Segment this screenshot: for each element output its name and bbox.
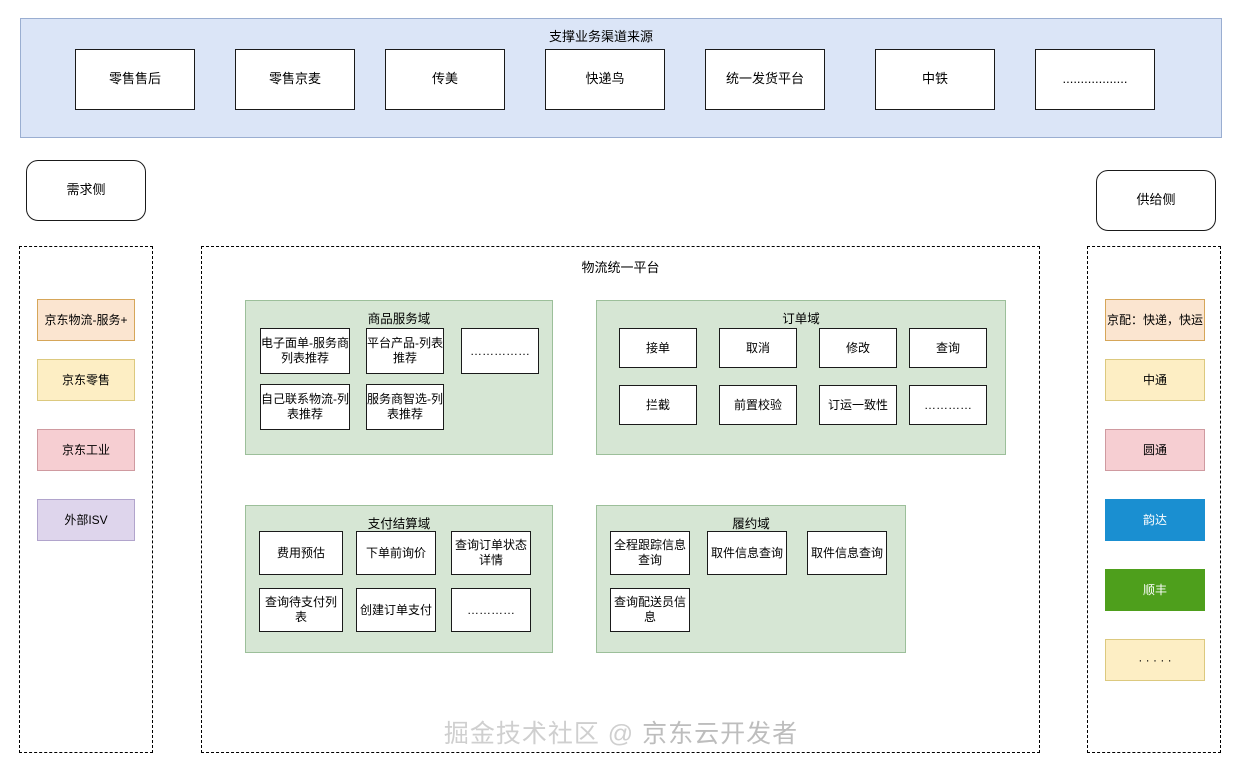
domain-capability-cell[interactable]: 取件信息查询 [807,531,887,575]
demand-side-chip[interactable]: 京东物流-服务+ [37,299,135,341]
supply-side-chip[interactable]: 顺丰 [1105,569,1205,611]
domain-group: 履约域全程跟踪信息查询取件信息查询取件信息查询查询配送员信息 [596,505,906,653]
channel-source-box[interactable]: 统一发货平台 [705,49,825,110]
domain-capability-cell[interactable]: 创建订单支付 [356,588,436,632]
domain-group: 订单域接单取消修改查询拦截前置校验订运一致性 ………… [596,300,1006,455]
domain-group: 商品服务域电子面单-服务商列表推荐平台产品-列表推荐 …………… 自己联系物流-列表… [245,300,553,455]
domain-capability-cell[interactable]: ………… [909,385,987,425]
supply-side-chip[interactable]: · · · · · [1105,639,1205,681]
channel-source-title: 支撑业务渠道来源 [548,29,653,44]
channel-source-box[interactable]: 零售京麦 [235,49,355,110]
domain-capability-cell[interactable]: 电子面单-服务商列表推荐 [260,328,350,374]
demand-side-chip[interactable]: 京东零售 [37,359,135,401]
domain-group-title: 商品服务域 [367,312,431,326]
watermark: 掘金技术社区 @ 京东云开发者 [0,714,1242,750]
supply-side-capsule: 供给侧 [1096,170,1216,231]
logistics-platform-title: 物流统一平台 [581,260,660,275]
channel-source-box[interactable]: 快递鸟 [545,49,665,110]
supply-side-column [1087,246,1221,753]
watermark-community: 掘金技术社区 [443,720,600,748]
domain-capability-cell[interactable]: 费用预估 [259,531,343,575]
domain-capability-cell[interactable]: 下单前询价 [356,531,436,575]
demand-side-column [19,246,153,753]
domain-capability-cell[interactable]: 查询配送员信息 [610,588,690,632]
domain-capability-cell[interactable]: 查询 [909,328,987,368]
domain-group-title: 订单域 [782,312,820,326]
domain-capability-cell[interactable]: 接单 [619,328,697,368]
domain-capability-cell[interactable]: 查询订单状态详情 [451,531,531,575]
domain-capability-cell[interactable]: 自己联系物流-列表推荐 [260,384,350,430]
watermark-separator: @ [599,720,643,748]
domain-group: 支付结算域费用预估下单前询价查询订单状态详情查询待支付列表创建订单支付 ………… [245,505,553,653]
channel-source-box[interactable]: 传美 [385,49,505,110]
domain-capability-cell[interactable]: 修改 [819,328,897,368]
logistics-platform-container [201,246,1040,753]
channel-source-box[interactable]: 中铁 [875,49,995,110]
domain-capability-cell[interactable]: 全程跟踪信息查询 [610,531,690,575]
supply-side-chip[interactable]: 韵达 [1105,499,1205,541]
domain-capability-cell[interactable]: 服务商智选-列表推荐 [366,384,444,430]
watermark-author: 京东云开发者 [642,720,799,748]
domain-capability-cell[interactable]: 前置校验 [719,385,797,425]
domain-capability-cell[interactable]: 订运一致性 [819,385,897,425]
domain-capability-cell[interactable]: …………… [461,328,539,374]
domain-capability-cell[interactable]: 取消 [719,328,797,368]
demand-side-chip[interactable]: 外部ISV [37,499,135,541]
supply-side-chip[interactable]: 中通 [1105,359,1205,401]
domain-capability-cell[interactable]: 取件信息查询 [707,531,787,575]
domain-capability-cell[interactable]: 拦截 [619,385,697,425]
channel-source-box[interactable]: 零售售后 [75,49,195,110]
domain-capability-cell[interactable]: 查询待支付列表 [259,588,343,632]
channel-source-box[interactable]: .................. [1035,49,1155,110]
domain-group-title: 履约域 [732,517,770,531]
supply-side-chip[interactable]: 圆通 [1105,429,1205,471]
demand-side-capsule: 需求侧 [26,160,146,221]
supply-side-chip[interactable]: 京配：快递，快运 [1105,299,1205,341]
domain-capability-cell[interactable]: ………… [451,588,531,632]
domain-group-title: 支付结算域 [367,517,431,531]
demand-side-chip[interactable]: 京东工业 [37,429,135,471]
domain-capability-cell[interactable]: 平台产品-列表推荐 [366,328,444,374]
